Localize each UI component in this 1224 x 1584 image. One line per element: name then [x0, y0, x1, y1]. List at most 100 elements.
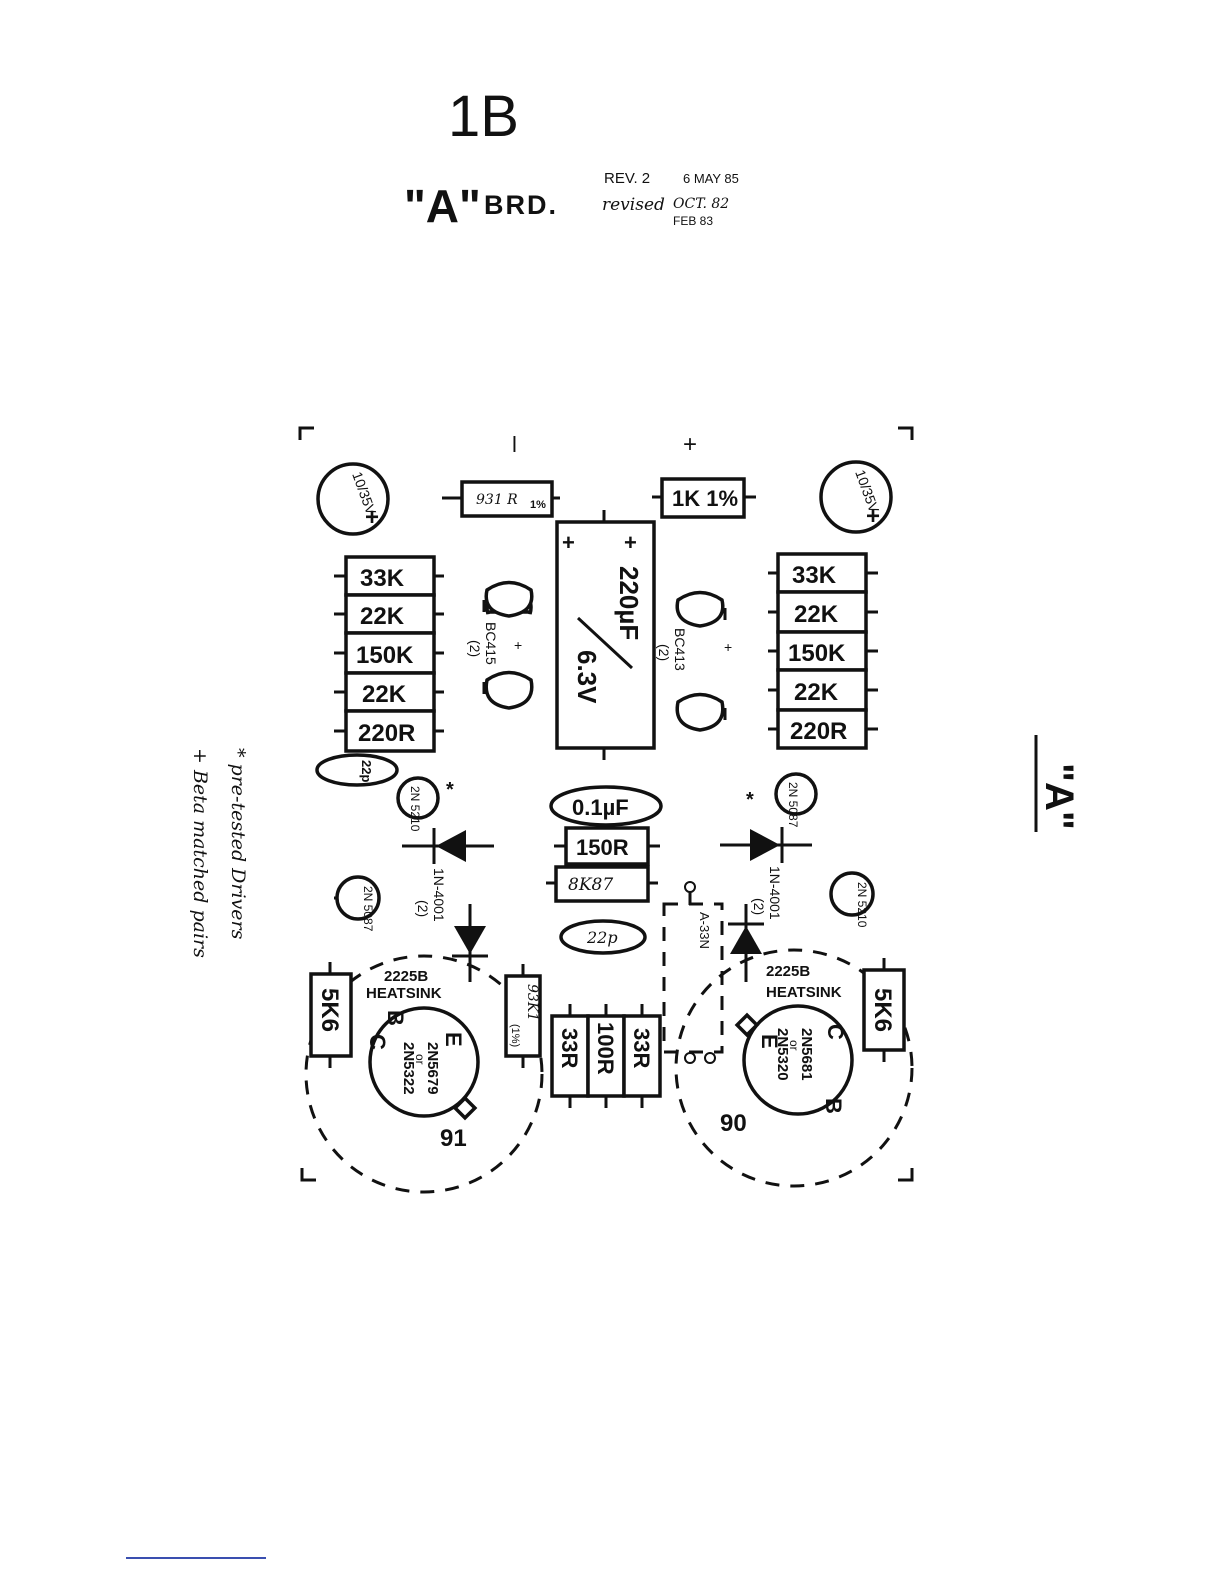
revision-label: REV. 2	[604, 170, 650, 187]
right-stack-r1-value: 33K	[792, 562, 837, 589]
resistor-93k1-tolerance: (1%)	[509, 1024, 521, 1047]
left-stack-r4-value: 22K	[362, 681, 407, 708]
left-pair-count: (2)	[467, 640, 483, 657]
capacitor-220uf: + + 220µF 6.3V	[555, 510, 656, 760]
left-stack-r3: 150K	[334, 631, 444, 675]
revised-date-1: OCT. 82	[673, 196, 729, 212]
left-stack-r3-value: 150K	[356, 642, 414, 669]
resistor-100r-value: 100R	[593, 1022, 618, 1075]
left-stack-r5-value: 220R	[358, 720, 415, 747]
side-label-group: "A"	[1037, 763, 1081, 830]
notes-block: * pre-tested Drivers	[227, 748, 249, 940]
left-stack-r1: 33K	[334, 555, 444, 597]
left-driver-value: 2N 5210	[408, 786, 422, 832]
left-driver-transistor: 2N 5210 *	[396, 776, 454, 832]
resistor-33r-right-value: 33R	[629, 1028, 654, 1068]
right-pin-b: B	[821, 1098, 846, 1114]
left-stack-r1-value: 33K	[360, 565, 405, 592]
left-stack-r2-value: 22K	[360, 603, 405, 630]
resistor-8k87: 8K87	[546, 865, 658, 903]
left-pin-c: C	[365, 1034, 390, 1050]
right-5k6-value: 5K6	[869, 988, 896, 1032]
bottom-resistor-block: 33R 100R 33R	[550, 1004, 662, 1108]
right-diode-label: 1N-4001	[767, 866, 783, 920]
left-diode-vertical	[452, 904, 488, 982]
resistor-150r-value: 150R	[576, 835, 629, 860]
right-electrolytic-cap: 10/35V +	[819, 460, 893, 534]
revision-date: 6 MAY 85	[683, 171, 739, 186]
right-pin-e: E	[757, 1034, 782, 1049]
resistor-33r-left-value: 33R	[557, 1028, 582, 1068]
right-transistor-5210: 2N 5210	[829, 871, 875, 928]
resistor-8k87-value: 8K87	[568, 875, 613, 895]
resistor-93k1-value: 93K1	[524, 984, 540, 1021]
cap-220uf-voltage: 6.3V	[572, 650, 602, 704]
left-stack-r5: 220R	[334, 709, 444, 753]
corner-mark-tr	[898, 426, 914, 440]
resistor-150r: 150R	[554, 826, 660, 866]
notes-block-2: + Beta matched pairs	[189, 748, 211, 958]
left-transistor-5087: 2N 5087	[334, 875, 381, 932]
left-pair-mark: +	[514, 637, 522, 653]
left-transistor-5087-value: 2N 5087	[361, 886, 375, 932]
right-stack-r4-value: 22K	[794, 679, 839, 706]
note-beta-matched-pairs: + Beta matched pairs	[189, 748, 211, 958]
right-stack-r2-value: 22K	[794, 601, 839, 628]
corner-mark-br	[898, 1168, 914, 1182]
right-heatsink: 2225B HEATSINK 2N5681 or 2N5320 E B C 90	[674, 948, 914, 1188]
capacitor-01uf: 0.1µF	[549, 785, 663, 827]
resistor-931r-value: 931 R	[476, 492, 518, 508]
center-cap-22p-value: 22p	[586, 928, 618, 947]
left-power-transistor: 2N5679	[424, 1042, 441, 1095]
left-resistor-5k6: 5K6	[309, 962, 353, 1068]
right-stack-r5-value: 220R	[790, 718, 847, 745]
left-pair-type: BC415	[483, 622, 499, 665]
right-pin-c: C	[823, 1024, 848, 1040]
revised-date-2: FEB 83	[673, 214, 713, 228]
left-stack-r2: 22K	[334, 593, 444, 635]
right-power-transistor-or: or	[787, 1040, 801, 1051]
right-driver-mark: *	[746, 789, 754, 811]
side-label: "A"	[1037, 763, 1081, 830]
right-pair-type: BC413	[672, 628, 688, 671]
right-heatsink-model: 2225B	[766, 963, 810, 980]
right-heatsink-label: HEATSINK	[766, 984, 842, 1001]
jumper-a33n: A-33N	[662, 881, 724, 1064]
left-transistor-pair: BC415 (2) +	[467, 580, 534, 710]
resistor-931r-tolerance: 1%	[530, 499, 546, 511]
right-driver-value: 2N 5087	[786, 782, 800, 828]
left-diode-horizontal	[402, 828, 494, 864]
resistor-1k: 1K 1%	[652, 477, 756, 519]
resistor-931r: 931 R 1%	[442, 480, 560, 518]
left-heatsink-number: 91	[440, 1125, 467, 1152]
note-pre-tested-drivers: * pre-tested Drivers	[227, 748, 249, 940]
right-stack-r1: 33K	[768, 552, 878, 594]
left-pin-b: B	[383, 1010, 408, 1026]
corner-mark-bl	[300, 1168, 316, 1182]
right-pair-mark: +	[724, 639, 732, 655]
right-stack-r4: 22K	[768, 668, 878, 712]
right-transistor-5210-value: 2N 5210	[855, 882, 869, 928]
cap-220uf-plus-right: +	[624, 530, 637, 555]
left-heatsink: 2225B HEATSINK 2N5679 or 2N5322 E B C 91	[304, 954, 544, 1194]
resistor-93k1: 93K1 (1%)	[504, 964, 542, 1068]
cap-220uf-plus-left: +	[562, 530, 575, 555]
left-power-transistor-or: or	[413, 1054, 427, 1065]
rail-positive-mark: +	[683, 431, 697, 458]
right-power-transistor: 2N5681	[798, 1028, 815, 1081]
right-driver-transistor: 2N 5087 *	[746, 772, 818, 828]
cap-220uf-value: 220µF	[614, 566, 644, 640]
right-power-transistor-alt: 2N5320	[774, 1028, 791, 1081]
resistor-1k-value: 1K 1%	[672, 486, 738, 511]
right-cap-polarity: +	[866, 503, 880, 530]
jumper-label: A-33N	[697, 912, 712, 949]
right-stack-r2: 22K	[768, 590, 878, 634]
right-heatsink-number: 90	[720, 1110, 747, 1137]
sheet-number: 1B	[448, 84, 519, 149]
left-power-transistor-alt: 2N5322	[400, 1042, 417, 1095]
left-driver-mark: *	[446, 779, 454, 801]
left-resistor-stack: 33K 22K 150K 22K 220R	[334, 555, 444, 753]
right-resistor-5k6: 5K6	[862, 958, 906, 1062]
right-stack-r3: 150K	[768, 630, 878, 672]
